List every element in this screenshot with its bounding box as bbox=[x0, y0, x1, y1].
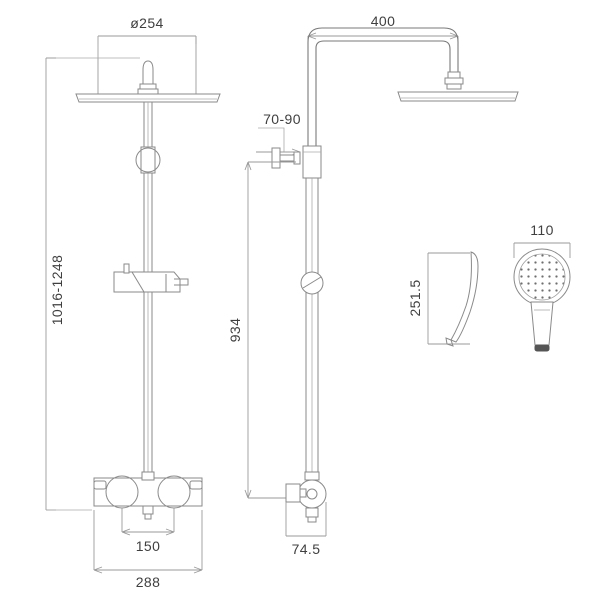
shower-head-plate bbox=[75, 93, 221, 103]
bar-mixer-valve-front bbox=[93, 471, 203, 520]
shower-arm-gooseneck bbox=[307, 27, 459, 155]
dim-label-handset-width: 110 bbox=[530, 222, 554, 238]
dim-label-valve-projection: 74.5 bbox=[292, 541, 321, 557]
front-elevation-group bbox=[45, 35, 221, 574]
riser-rail-side bbox=[302, 145, 322, 478]
dim-label-overall-width: 288 bbox=[136, 574, 161, 590]
bar-mixer-valve-side bbox=[285, 471, 327, 523]
handset-front-view bbox=[513, 248, 571, 352]
dim-label-handset-length: 251.5 bbox=[407, 279, 423, 316]
head-swivel-joint bbox=[137, 60, 159, 95]
dim-label-bracket-projection: 70-90 bbox=[263, 111, 301, 127]
dim-handset-width bbox=[513, 242, 571, 258]
dim-height-range bbox=[45, 57, 92, 511]
dim-riser-height bbox=[244, 161, 296, 499]
handset-holder-front bbox=[113, 263, 189, 293]
side-elevation-group bbox=[244, 27, 519, 537]
dim-head-diameter bbox=[46, 35, 197, 98]
handset-group bbox=[427, 242, 571, 352]
dim-handset-length bbox=[427, 252, 470, 345]
dim-label-head-diameter: ø254 bbox=[130, 15, 164, 31]
dim-label-riser-height: 934 bbox=[227, 318, 243, 343]
dim-valve-projection bbox=[285, 502, 327, 537]
dim-overall-width bbox=[93, 510, 203, 574]
dim-label-handle-centres: 150 bbox=[136, 538, 161, 554]
dim-label-arm-reach: 400 bbox=[371, 13, 396, 29]
head-swivel-joint-side bbox=[444, 71, 464, 90]
dim-label-height-range: 1016-1248 bbox=[49, 255, 65, 326]
wall-bracket-side bbox=[271, 147, 301, 169]
riser-coupling-front bbox=[135, 146, 161, 174]
handset-holder-side bbox=[300, 271, 324, 295]
shower-head-plate-side bbox=[397, 91, 519, 102]
dim-handle-centres bbox=[121, 508, 175, 536]
handset-side-profile bbox=[445, 251, 479, 347]
